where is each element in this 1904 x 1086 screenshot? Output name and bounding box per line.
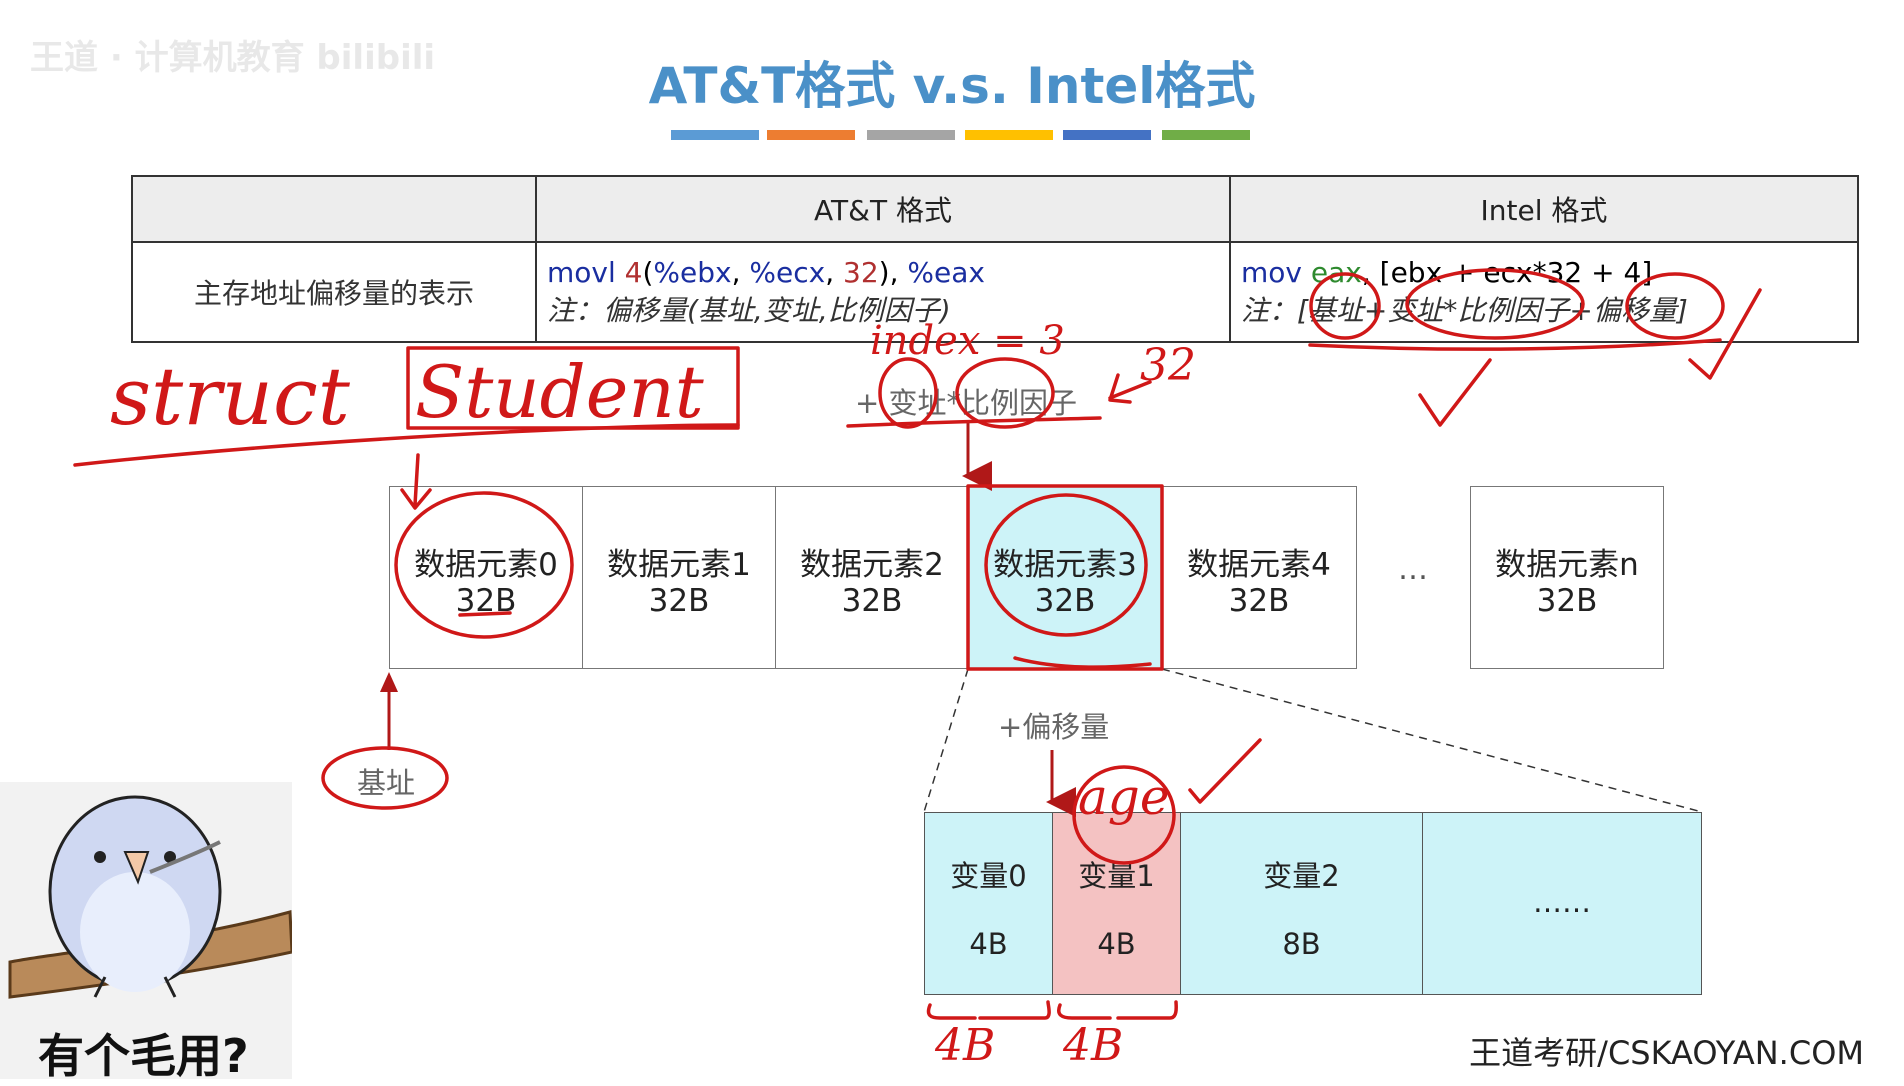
intel-index-circle bbox=[1407, 270, 1583, 338]
hint-circle-1 bbox=[880, 359, 936, 427]
brace-left bbox=[928, 1002, 1049, 1018]
handwriting-index: index = 3 bbox=[870, 318, 1065, 364]
handwriting-brace-left: 4B bbox=[935, 1020, 995, 1071]
intel-offset-circle bbox=[1627, 274, 1723, 338]
zoom-line-right bbox=[1162, 669, 1702, 812]
element0-underline bbox=[460, 613, 510, 615]
handwriting-brace-right: 4B bbox=[1063, 1020, 1123, 1071]
zoom-line-left bbox=[924, 669, 968, 812]
element3-box bbox=[968, 486, 1162, 669]
base-circle bbox=[323, 748, 447, 808]
handwriting-student: Student bbox=[415, 350, 704, 434]
hint-circle-2 bbox=[957, 359, 1053, 427]
meme-panel: 有个毛用? bbox=[0, 782, 292, 1079]
brace-right bbox=[1059, 1002, 1176, 1018]
intel-base-circle bbox=[1311, 274, 1379, 338]
meme-caption: 有个毛用? bbox=[38, 1020, 249, 1086]
element3-underline bbox=[1015, 658, 1150, 667]
intel-underline bbox=[1310, 340, 1720, 349]
handwriting-scale: 32 bbox=[1140, 340, 1196, 391]
footer-brand: 王道考研/CSKAOYAN.COM bbox=[1469, 1028, 1864, 1074]
handwriting-struct: struct bbox=[110, 350, 350, 443]
struct-arrow bbox=[402, 455, 430, 508]
element3-circle bbox=[986, 495, 1146, 635]
handwriting-age: age bbox=[1078, 768, 1169, 826]
base-arrow-head bbox=[380, 672, 398, 692]
age-check bbox=[1190, 740, 1260, 802]
check-mark-1 bbox=[1420, 360, 1490, 425]
